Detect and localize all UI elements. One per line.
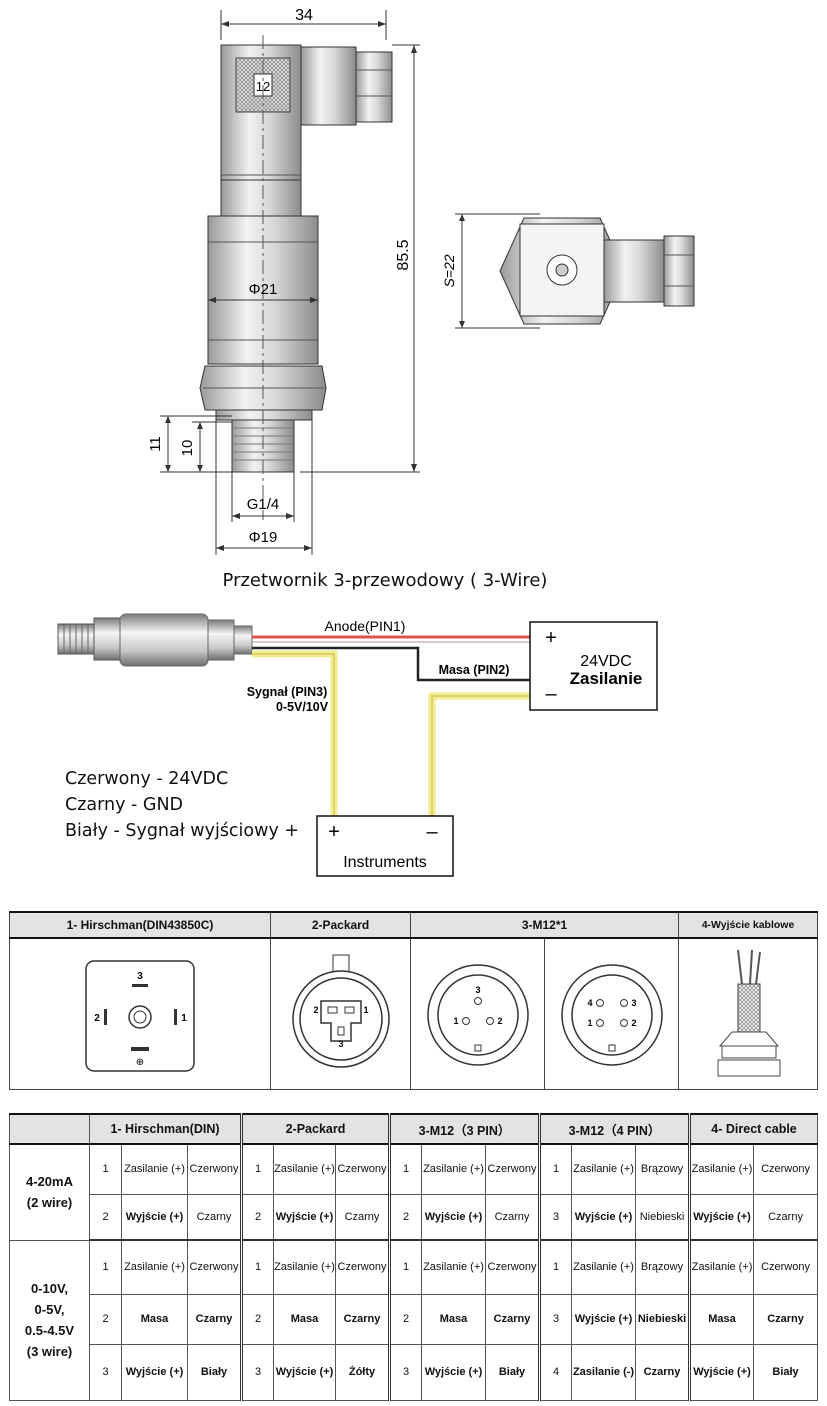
svg-text:2: 2 xyxy=(631,1018,636,1028)
wire-color-legend: Czerwony - 24VDC Czarny - GND Biały - Sy… xyxy=(65,766,299,844)
legend-black: Czarny - GND xyxy=(65,795,184,815)
psu-voltage-label: 24VDC xyxy=(580,653,632,670)
instruments-box: + – Instruments xyxy=(316,815,454,877)
signal-pin3-label: Sygnał (PIN3) xyxy=(247,685,328,699)
svg-text:1: 1 xyxy=(363,1005,368,1015)
dimension-85-5: 85.5 xyxy=(300,44,420,473)
dim-width-label: 34 xyxy=(295,7,313,24)
dim-body-dia-label: Φ21 xyxy=(249,281,278,298)
svg-text:3: 3 xyxy=(137,971,143,982)
dim-height-label: 85.5 xyxy=(395,239,412,270)
packard-connector-cell: 2 1 3 xyxy=(270,937,411,1090)
m12-4pin-icon: 4 3 1 2 xyxy=(560,964,663,1066)
cable-output-cell xyxy=(678,937,819,1090)
m12-3pin-icon: 3 1 2 xyxy=(426,964,529,1066)
instruments-minus: – xyxy=(426,821,438,843)
svg-text:2: 2 xyxy=(497,1016,502,1026)
diagram-caption: Przetwornik 3-przewodowy ( 3-Wire) xyxy=(222,570,548,591)
svg-text:1: 1 xyxy=(181,1013,187,1024)
dim-thread-label: G1/4 xyxy=(247,496,280,513)
svg-text:2: 2 xyxy=(313,1005,318,1015)
header-cable: 4-Wyjście kablowe xyxy=(678,911,819,939)
din-connector-icon: 3 2 1 ⊕ xyxy=(85,960,195,1072)
pinout-header-m12-3pin: 3-M12（3 PIN） xyxy=(387,1113,541,1145)
cable-output-icon xyxy=(717,949,781,1077)
group-4-20ma: 4-20mA(2 wire) xyxy=(9,1143,90,1241)
svg-text:3: 3 xyxy=(475,985,480,995)
m12-4pin-cell: 4 3 1 2 xyxy=(543,937,680,1090)
pinout-header-direct-cable: 4- Direct cable xyxy=(688,1113,819,1145)
svg-text:1: 1 xyxy=(587,1018,592,1028)
dim-hex-label: S=22 xyxy=(441,254,457,287)
connector-types-table: 1- Hirschman(DIN43850C) 2-Packard 3-M12*… xyxy=(9,911,819,1090)
pinout-header-m12-4pin: 3-M12（4 PIN） xyxy=(538,1113,691,1145)
wiring-diagram: Anode(PIN1) Masa (PIN2) Sygnał (PIN3) 0-… xyxy=(57,613,658,877)
psu-minus: – xyxy=(545,683,557,705)
pinout-header-hirschman: 1- Hirschman(DIN) xyxy=(89,1113,242,1145)
header-packard: 2-Packard xyxy=(270,911,411,939)
dim-10-label: 10 xyxy=(179,440,196,457)
technical-drawing: 34 12 Φ21 85.5 11 10 G1/4 xyxy=(147,7,695,555)
top-view: S=22 xyxy=(441,213,695,329)
legend-red: Czerwony - 24VDC xyxy=(65,769,229,789)
group-voltage-3wire: 0-10V,0-5V, 0.5-4.5V(3 wire) xyxy=(9,1239,90,1401)
sensor-illustration xyxy=(57,613,253,667)
svg-text:⊕: ⊕ xyxy=(136,1057,144,1068)
svg-text:2: 2 xyxy=(94,1013,100,1024)
svg-text:3: 3 xyxy=(631,998,636,1008)
anode-pin1-label: Anode(PIN1) xyxy=(325,618,406,634)
dim-base-dia-label: Φ19 xyxy=(249,529,278,546)
svg-text:4: 4 xyxy=(587,998,592,1008)
header-m12: 3-M12*1 xyxy=(409,911,680,939)
pinout-header-packard: 2-Packard xyxy=(240,1113,390,1145)
packard-connector-icon: 2 1 3 xyxy=(291,954,390,1068)
legend-white: Biały - Sygnał wyjściowy + xyxy=(65,821,300,841)
psu-plus: + xyxy=(545,627,557,649)
dimension-34: 34 xyxy=(220,7,387,40)
psu-name-label: Zasilanie xyxy=(570,669,643,688)
svg-text:3: 3 xyxy=(338,1039,343,1049)
m12-3pin-cell: 3 1 2 xyxy=(410,937,545,1090)
din-connector-cell: 3 2 1 ⊕ xyxy=(9,937,271,1090)
pinout-table: 1- Hirschman(DIN) 2-Packard 3-M12（3 PIN）… xyxy=(9,1113,819,1401)
instruments-label: Instruments xyxy=(343,854,427,871)
header-hirschman: 1- Hirschman(DIN43850C) xyxy=(9,911,271,939)
dim-11-label: 11 xyxy=(147,436,164,452)
instruments-plus: + xyxy=(328,821,340,843)
masa-pin2-label: Masa (PIN2) xyxy=(439,663,510,677)
power-supply-box: + – 24VDC Zasilanie xyxy=(529,621,658,711)
signal-range-label: 0-5V/10V xyxy=(276,700,329,714)
svg-text:1: 1 xyxy=(453,1016,458,1026)
